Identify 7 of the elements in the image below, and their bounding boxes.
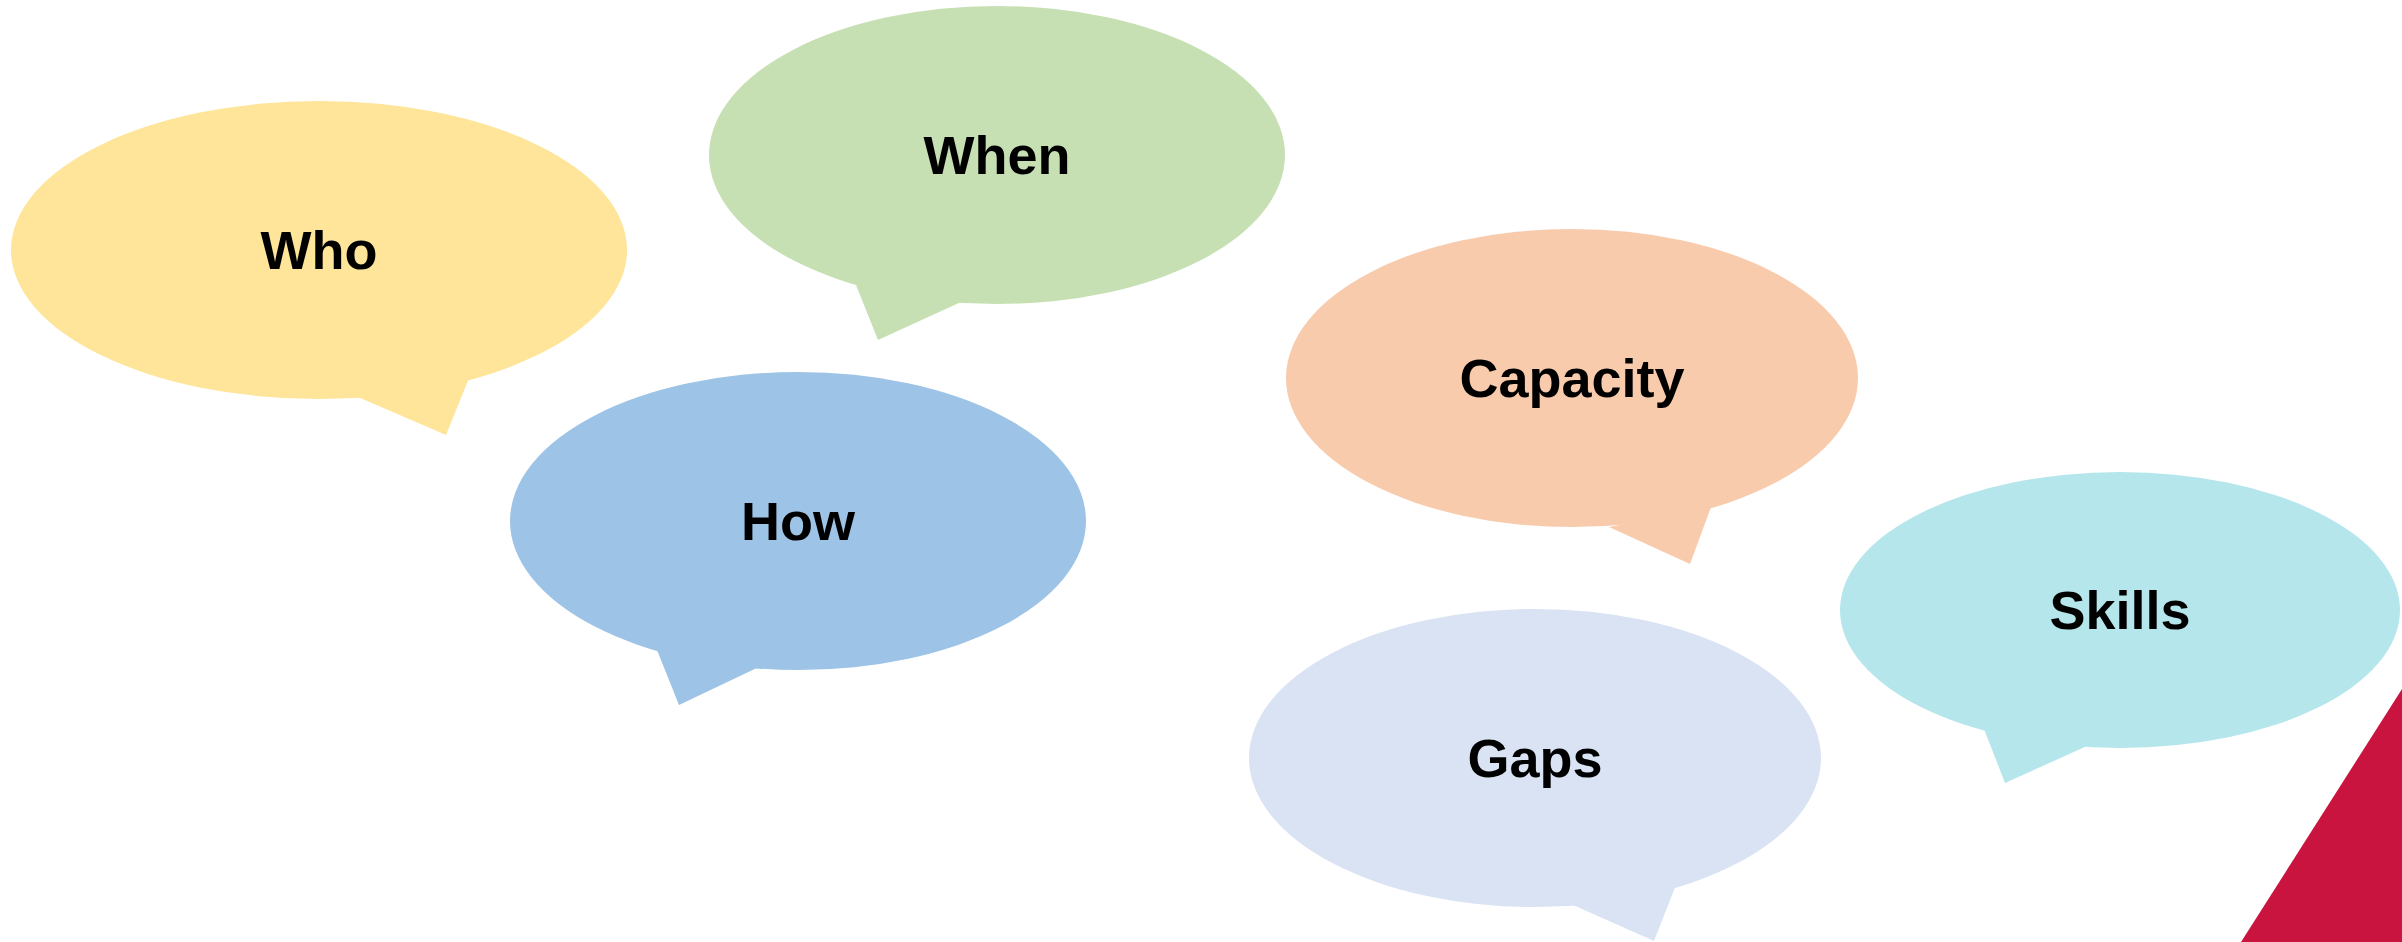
bubble-label: Capacity <box>1459 346 1685 410</box>
bubble-label: Who <box>260 218 378 282</box>
bubble-label: How <box>741 489 855 553</box>
bubble-label: Gaps <box>1467 726 1603 790</box>
bubble-label: When <box>923 123 1071 187</box>
bubble-label: Skills <box>2049 578 2191 642</box>
triangle-shape <box>2241 689 2402 942</box>
